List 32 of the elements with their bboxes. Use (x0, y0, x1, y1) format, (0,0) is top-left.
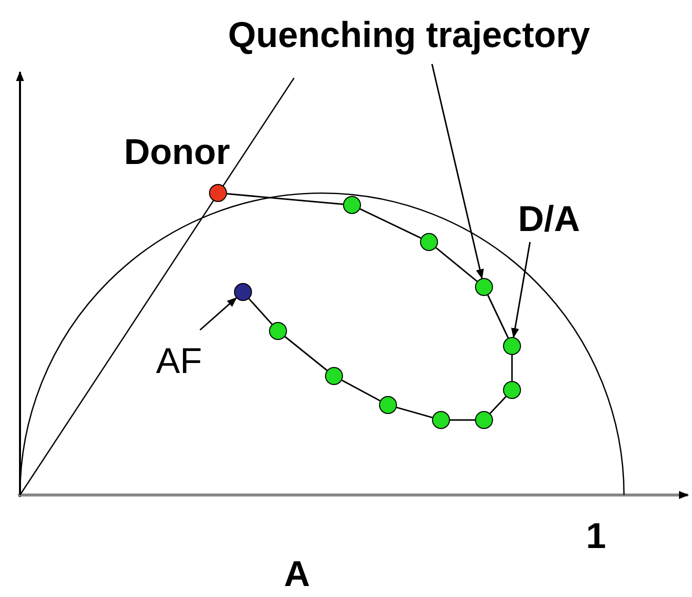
leader-arrow (431, 64, 484, 280)
trajectory-segment (248, 298, 273, 325)
annotation-text: AF (156, 338, 202, 383)
data-point (475, 411, 493, 429)
annotation-text: Quenching trajectory (228, 12, 590, 57)
data-point (420, 233, 438, 251)
data-point (503, 381, 521, 399)
trajectory-segment (435, 247, 478, 282)
data-point (503, 337, 521, 355)
trajectory-segment (226, 193, 344, 205)
data-point (432, 411, 450, 429)
axis-label: A (284, 556, 310, 592)
trajectory-segment (490, 396, 506, 414)
data-point (234, 283, 252, 301)
trajectory-segment (396, 406, 433, 418)
data-point (269, 322, 287, 340)
annotation-text: D/A (518, 196, 580, 241)
trajectory-segment (511, 355, 513, 381)
trajectory-segment (487, 294, 509, 338)
trajectory-segment (284, 336, 328, 371)
leader-arrow (200, 297, 237, 331)
data-point (343, 196, 361, 214)
data-point (209, 184, 227, 202)
data-point (475, 278, 493, 296)
leader-arrow (511, 242, 531, 338)
data-point (379, 396, 397, 414)
tick-label: 1 (586, 518, 606, 554)
data-point (325, 367, 343, 385)
trajectory-segment (342, 380, 380, 402)
trajectory-segment (450, 419, 475, 421)
point-label: Donor (124, 134, 230, 170)
trajectory-segment (360, 208, 422, 239)
